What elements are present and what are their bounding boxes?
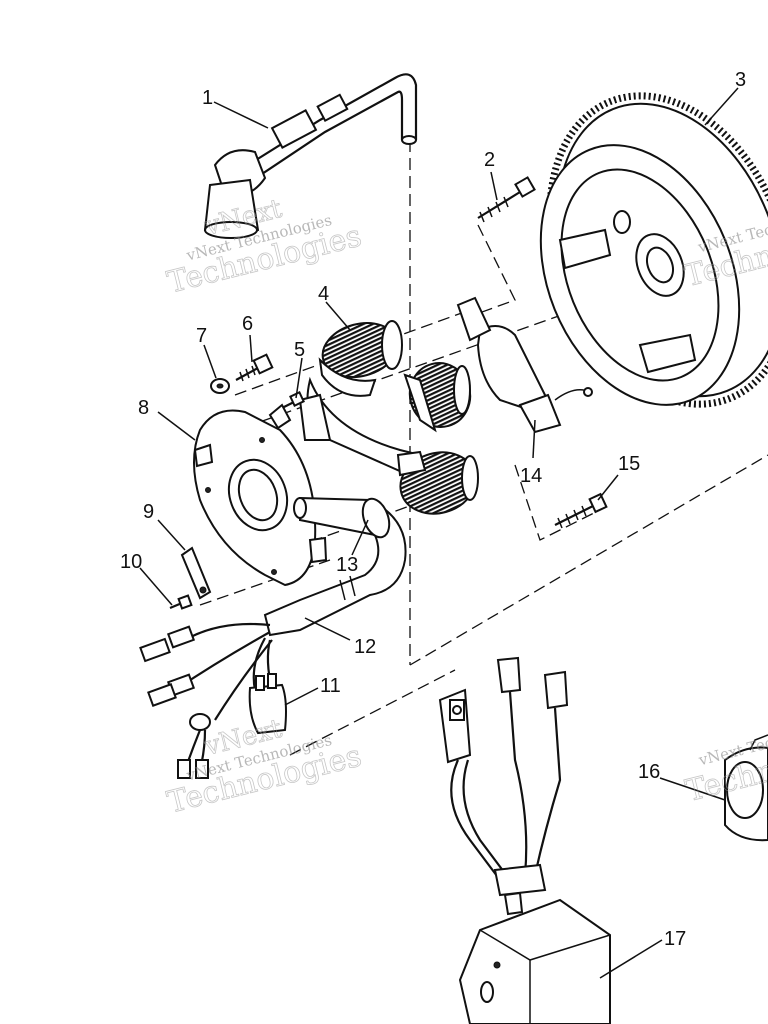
spark-plug-cap — [203, 73, 418, 239]
callout-3: 3 — [735, 69, 746, 91]
callout-2: 2 — [484, 149, 495, 171]
bolt-15 — [554, 492, 608, 529]
callout-5: 5 — [294, 339, 305, 361]
callout-14: 14 — [520, 465, 542, 487]
callout-16: 16 — [638, 761, 660, 783]
connector-11 — [248, 673, 287, 735]
flywheel — [539, 92, 768, 408]
leader-lines — [139, 87, 739, 979]
callout-7: 7 — [196, 325, 207, 347]
callout-4: 4 — [318, 283, 329, 305]
pickup-coil-14 — [456, 296, 593, 434]
callout-6: 6 — [242, 313, 253, 335]
bolt-2 — [477, 176, 536, 223]
screw-6 — [235, 353, 274, 382]
callout-17: 17 — [664, 928, 686, 950]
callout-10: 10 — [120, 551, 142, 573]
callout-8: 8 — [138, 397, 149, 419]
callout-1: 1 — [202, 87, 213, 109]
callout-13: 13 — [336, 554, 358, 576]
callout-9: 9 — [143, 501, 154, 523]
stator-plate — [193, 403, 328, 587]
terminal-connectors — [139, 625, 211, 779]
screw-10 — [169, 594, 193, 610]
callouts: 1 2 3 4 5 6 7 8 9 10 11 12 13 14 15 16 1… — [120, 69, 746, 950]
clip-9 — [180, 546, 212, 600]
cdi-box-17 — [438, 656, 611, 1024]
callout-11: 11 — [320, 675, 341, 697]
washer-7 — [210, 378, 230, 394]
callout-12: 12 — [354, 636, 376, 658]
stator-coils — [298, 320, 479, 515]
part-16 — [724, 734, 768, 842]
callout-15: 15 — [618, 453, 640, 475]
watermark-top: vNext vNext Technologies Technologies — [163, 193, 365, 301]
